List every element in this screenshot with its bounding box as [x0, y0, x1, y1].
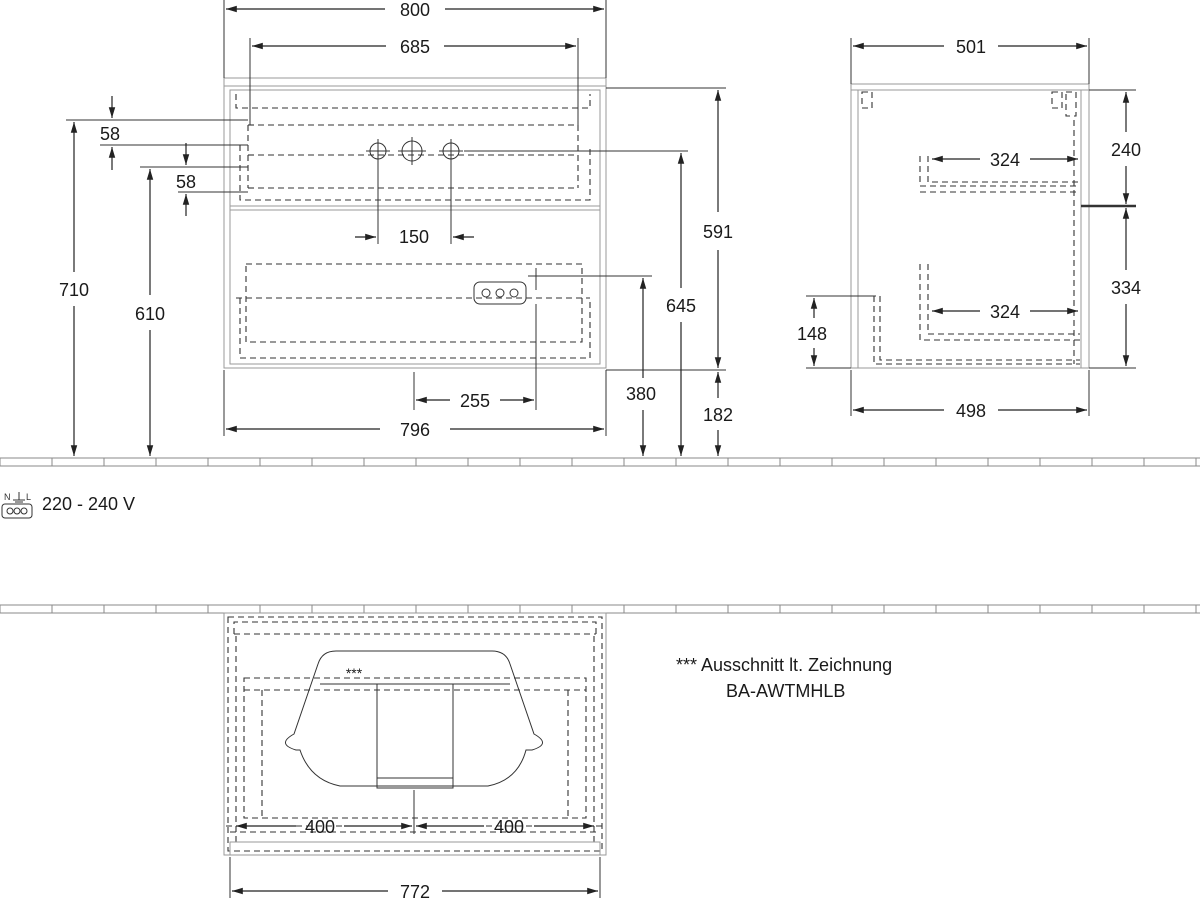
- dim-lower-height: 334: [1111, 278, 1141, 298]
- dim-left-half: 400: [305, 817, 335, 837]
- dim-socket-offset: 255: [460, 391, 490, 411]
- floor-line-upper: [0, 457, 1200, 467]
- top-view: *** 400 400 772: [223, 612, 607, 901]
- dim-top-width: 772: [400, 882, 430, 901]
- note-line-1: *** Ausschnitt lt. Zeichnung: [676, 655, 892, 675]
- front-view: 800 685 58 58 150 710 610: [59, 0, 733, 456]
- tap-hole-center-icon: [398, 137, 426, 165]
- side-view: 501 240 324 334 324 148 498: [797, 37, 1141, 421]
- dim-right-half: 400: [494, 817, 524, 837]
- note-line-2: BA-AWTMHLB: [726, 681, 845, 701]
- dim-height-610: 610: [135, 304, 165, 324]
- basin-cutout-outline: [285, 650, 543, 787]
- dim-body-width: 796: [400, 420, 430, 440]
- svg-text:L: L: [26, 492, 31, 502]
- dim-lower-drawer-depth: 324: [990, 302, 1020, 322]
- svg-text:N: N: [4, 492, 11, 502]
- dim-body-depth: 498: [956, 401, 986, 421]
- dim-base-height: 182: [703, 405, 733, 425]
- dim-height-380: 380: [626, 384, 656, 404]
- dim-body-height: 591: [703, 222, 733, 242]
- dim-offset-second: 58: [176, 172, 196, 192]
- dim-upper-drawer-depth: 324: [990, 150, 1020, 170]
- dim-offset-top: 58: [100, 124, 120, 144]
- dim-tap-spacing: 150: [399, 227, 429, 247]
- dim-overall-width: 800: [400, 0, 430, 20]
- dim-side-148: 148: [797, 324, 827, 344]
- floor-line-lower: [0, 604, 1200, 614]
- tap-hole-left-icon: [366, 139, 390, 163]
- cutout-mark: ***: [346, 665, 363, 681]
- dim-inner-width: 685: [400, 37, 430, 57]
- power-voltage-label: 220 - 240 V: [42, 494, 135, 514]
- dim-upper-height: 240: [1111, 140, 1141, 160]
- plug-socket-icon: N L: [1, 492, 33, 519]
- dim-overall-depth: 501: [956, 37, 986, 57]
- dim-total-height: 710: [59, 280, 89, 300]
- socket-icon: [473, 268, 544, 305]
- tap-hole-right-icon: [439, 139, 463, 163]
- dim-height-645: 645: [666, 296, 696, 316]
